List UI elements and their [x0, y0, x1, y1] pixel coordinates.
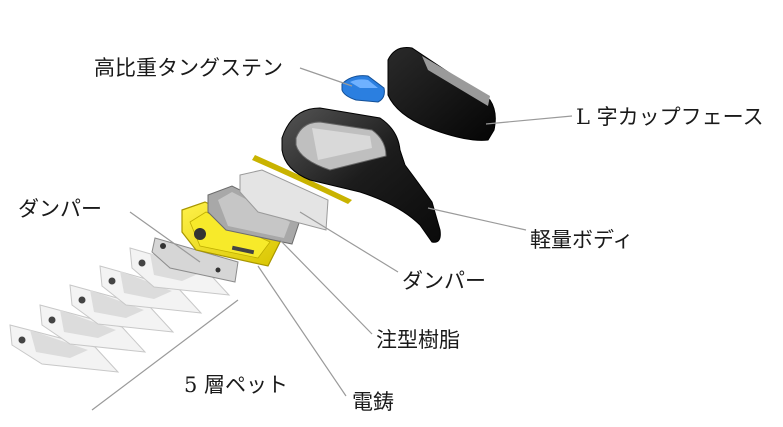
tungsten-part	[342, 76, 384, 102]
label-damper-right: ダンパー	[402, 269, 486, 293]
label-resin: 注型樹脂	[376, 328, 460, 352]
cup-face-part	[388, 48, 495, 141]
label-body: 軽量ボディ	[530, 228, 634, 252]
leader-damper-right	[300, 212, 398, 272]
label-damper-left: ダンパー	[18, 197, 102, 221]
leader-cup-face	[486, 116, 572, 124]
label-electroform: 電鋳	[352, 390, 394, 414]
leader-body	[428, 208, 526, 230]
label-pet-layers: 5 層ペット	[184, 373, 288, 397]
label-tungsten: 高比重タングステン	[94, 56, 283, 80]
leader-tungsten	[300, 68, 352, 86]
label-cup-face: L 字カップフェース	[576, 105, 764, 129]
